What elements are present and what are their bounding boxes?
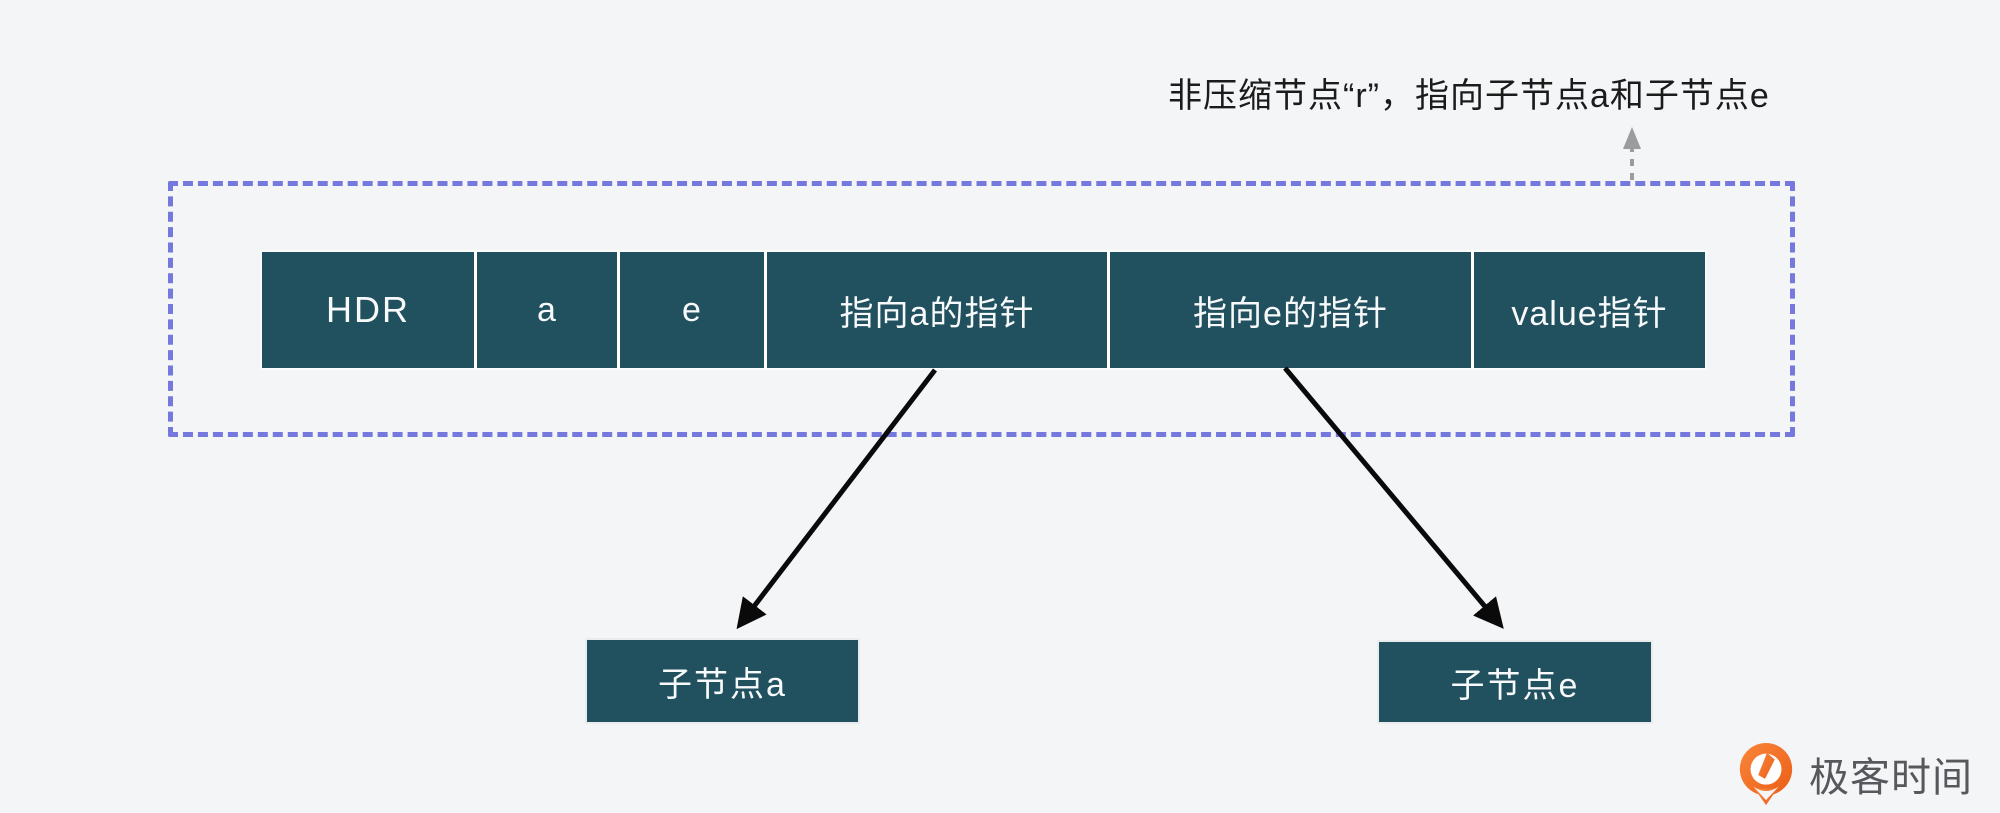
geektime-logo-text: 极客时间 [1809,756,1973,800]
annotation-text: 非压缩节点“r”，指向子节点a和子节点e [1168,77,1770,115]
cell-char-a: a [477,252,620,368]
geektime-logo: 极客时间 [1735,742,1973,806]
cell-hdr: HDR [262,252,477,368]
geektime-logo-icon [1739,743,1793,805]
node-structure-row: HDR a e 指向a的指针 指向e的指针 value指针 [262,252,1705,368]
child-node-a: 子节点a [585,638,860,724]
annotation-arrow [1623,127,1641,180]
cell-pointer-to-e: 指向e的指针 [1110,252,1474,368]
uncompressed-node-boundary [168,181,1795,437]
cell-char-e: e [620,252,767,368]
cell-pointer-to-a: 指向a的指针 [767,252,1110,368]
child-node-e: 子节点e [1377,640,1653,724]
cell-value-pointer: value指针 [1474,252,1705,368]
